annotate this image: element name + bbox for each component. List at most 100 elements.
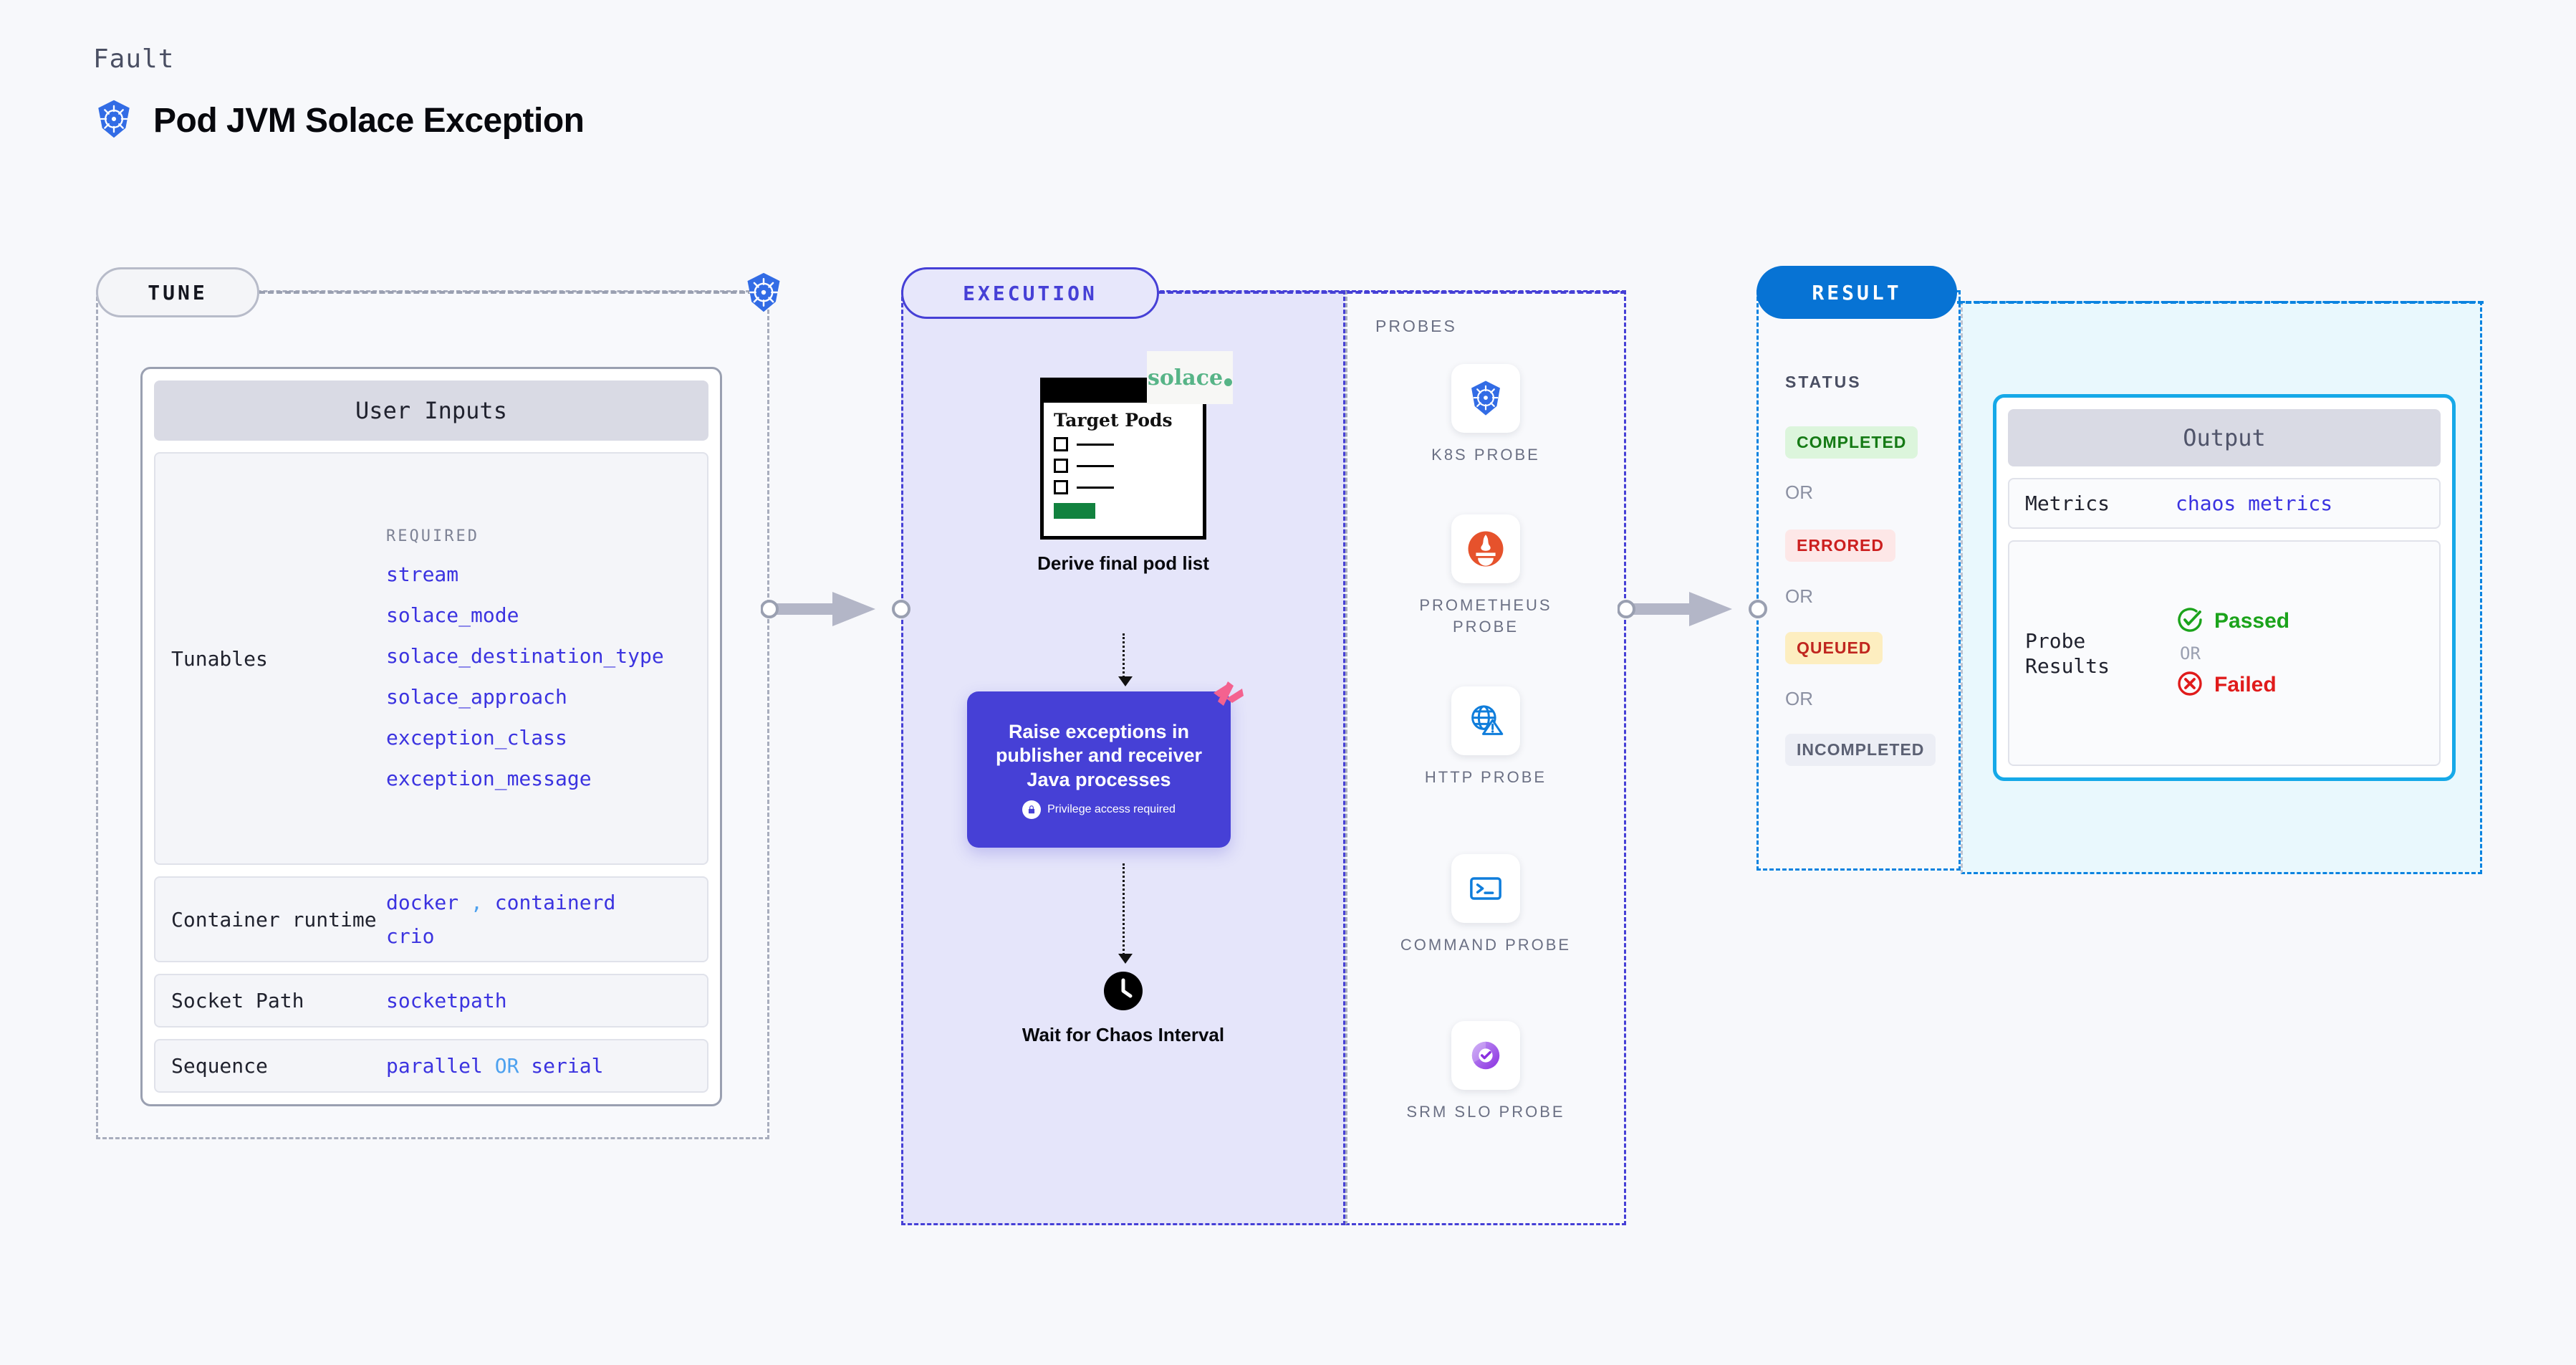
srm-slo-icon: [1451, 1021, 1520, 1090]
container-runtime-label: Container runtime: [171, 907, 377, 931]
tunable-solace-destination-type[interactable]: solace_destination_type: [386, 643, 664, 668]
harness-logo-icon: [1209, 679, 1248, 717]
output-header: Output: [2008, 409, 2441, 466]
sequence-label: Sequence: [171, 1054, 268, 1078]
probe-label: SRM SLO PROBE: [1406, 1103, 1565, 1121]
status-badge-completed: COMPLETED: [1785, 426, 1918, 459]
socket-path-label: Socket Path: [171, 989, 304, 1012]
target-pods-card: Target Pods solace: [1040, 351, 1233, 540]
status-or-1: OR: [1785, 482, 1813, 503]
derive-caption: Derive final pod list: [1037, 552, 1209, 574]
privilege-note-text: Privilege access required: [1047, 803, 1176, 815]
lock-icon: [1022, 800, 1042, 819]
check-circle-icon: [2176, 605, 2204, 638]
probe-results-values: Passed OR Failed: [2176, 605, 2289, 701]
raise-exceptions-card[interactable]: Raise exceptions in publisher and receiv…: [967, 681, 1244, 848]
runtime-containerd[interactable]: containerd: [494, 891, 616, 914]
derive-pod-list-block: Target Pods solace Derive final pod list: [1016, 351, 1233, 575]
output-card: Output Metrics chaos metrics Probe Resul…: [1993, 394, 2456, 781]
container-runtime-row: Container runtime docker , containerd cr…: [154, 876, 708, 962]
tunable-solace-approach[interactable]: solace_approach: [386, 684, 567, 709]
probe-label: COMMAND PROBE: [1400, 936, 1572, 954]
sequence-row: Sequence parallel OR serial: [154, 1039, 708, 1093]
probe-k8s[interactable]: K8S PROBE: [1393, 364, 1579, 466]
tune-connector-line: [259, 291, 754, 294]
socket-path-value[interactable]: socketpath: [386, 989, 507, 1012]
kubernetes-icon: [1451, 364, 1520, 433]
probe-label: HTTP PROBE: [1424, 768, 1547, 786]
sequence-values: parallel OR serial: [386, 1054, 603, 1078]
privilege-note: Privilege access required: [1022, 800, 1176, 819]
status-badge-queued: QUEUED: [1785, 632, 1883, 664]
sequence-serial[interactable]: serial: [531, 1054, 604, 1078]
probe-http[interactable]: HTTP PROBE: [1393, 686, 1579, 788]
tunable-solace-mode[interactable]: solace_mode: [386, 603, 519, 627]
probe-label: PROMETHEUS PROBE: [1419, 596, 1552, 636]
required-label: REQUIRED: [386, 527, 479, 545]
page-header: Fault Pod JVM Solace Exception: [93, 44, 585, 143]
result-connector-line: [1957, 301, 2484, 304]
failed-label: Failed: [2214, 673, 2277, 696]
result-stage-pill[interactable]: RESULT: [1756, 266, 1957, 319]
passed-label: Passed: [2214, 609, 2290, 633]
execution-connector-line: [1159, 291, 1626, 294]
pod-list-item: [1054, 459, 1203, 474]
kubernetes-icon: [742, 271, 785, 314]
title-row: Pod JVM Solace Exception: [93, 98, 585, 143]
sequence-parallel[interactable]: parallel: [386, 1054, 483, 1078]
tunable-exception-message[interactable]: exception_message: [386, 766, 592, 790]
runtime-crio[interactable]: crio: [386, 924, 435, 948]
probe-result-failed: Failed: [2176, 669, 2289, 701]
flow-arrow-raise-to-wait: [1118, 863, 1133, 964]
kubernetes-icon: [93, 98, 135, 143]
tunable-exception-class[interactable]: exception_class: [386, 725, 567, 749]
checkbox-icon: [1054, 459, 1068, 474]
pod-list-item: [1054, 437, 1203, 452]
result-stage-container: [1756, 290, 1961, 871]
checkbox-icon: [1054, 480, 1068, 495]
tunables-label: Tunables: [171, 646, 268, 671]
terminal-icon: [1451, 854, 1520, 923]
user-inputs-header: User Inputs: [154, 380, 708, 441]
tunables-values: REQUIRED stream solace_mode solace_desti…: [386, 527, 664, 790]
probe-label: K8S PROBE: [1431, 446, 1540, 464]
user-inputs-card: User Inputs Tunables REQUIRED stream sol…: [140, 367, 722, 1106]
raise-exceptions-title: Raise exceptions in publisher and receiv…: [995, 721, 1203, 790]
probes-title: PROBES: [1375, 317, 1457, 335]
probe-command[interactable]: COMMAND PROBE: [1393, 854, 1579, 956]
status-badge-errored: ERRORED: [1785, 530, 1896, 562]
solace-wordmark: solace: [1147, 365, 1224, 391]
execution-stage-pill[interactable]: EXECUTION: [901, 267, 1159, 319]
socket-path-row: Socket Path socketpath: [154, 974, 708, 1028]
clock-icon: [1103, 971, 1143, 1011]
status-or-3: OR: [1785, 688, 1813, 709]
sequence-or: OR: [494, 1054, 519, 1078]
page-title: Pod JVM Solace Exception: [153, 102, 585, 140]
probe-srm-slo[interactable]: SRM SLO PROBE: [1393, 1021, 1579, 1123]
tunable-stream[interactable]: stream: [386, 562, 459, 586]
probe-results-row: Probe Results Passed OR: [2008, 540, 2441, 766]
execution-to-result-arrow: [1618, 592, 1767, 626]
container-runtime-values: docker , containerd crio: [386, 891, 615, 948]
wait-caption: Wait for Chaos Interval: [1022, 1024, 1225, 1045]
status-badge-incompleted: INCOMPLETED: [1785, 734, 1936, 766]
metrics-value[interactable]: chaos metrics: [2176, 492, 2333, 515]
tune-stage-pill[interactable]: TUNE: [96, 267, 259, 317]
target-pods-title: Target Pods: [1054, 410, 1173, 431]
runtime-docker[interactable]: docker: [386, 891, 459, 914]
probe-prometheus[interactable]: PROMETHEUS PROBE: [1393, 514, 1579, 637]
metrics-label: Metrics: [2025, 492, 2110, 515]
status-title: STATUS: [1785, 373, 1862, 391]
http-globe-warning-icon: [1451, 686, 1520, 755]
pod-selected-bar: [1054, 503, 1095, 519]
status-or-2: OR: [1785, 585, 1813, 607]
wait-chaos-interval-block: Wait for Chaos Interval: [1016, 971, 1231, 1046]
checkbox-icon: [1054, 437, 1068, 452]
tunables-row: Tunables REQUIRED stream solace_mode sol…: [154, 452, 708, 865]
tune-to-execution-arrow: [761, 592, 910, 626]
solace-logo-icon: solace: [1147, 351, 1233, 404]
probe-results-label: Probe Results: [2025, 628, 2110, 678]
pod-list-item: [1054, 480, 1203, 495]
flow-arrow-derive-to-raise: [1118, 633, 1133, 686]
runtime-separator: ,: [471, 891, 483, 914]
